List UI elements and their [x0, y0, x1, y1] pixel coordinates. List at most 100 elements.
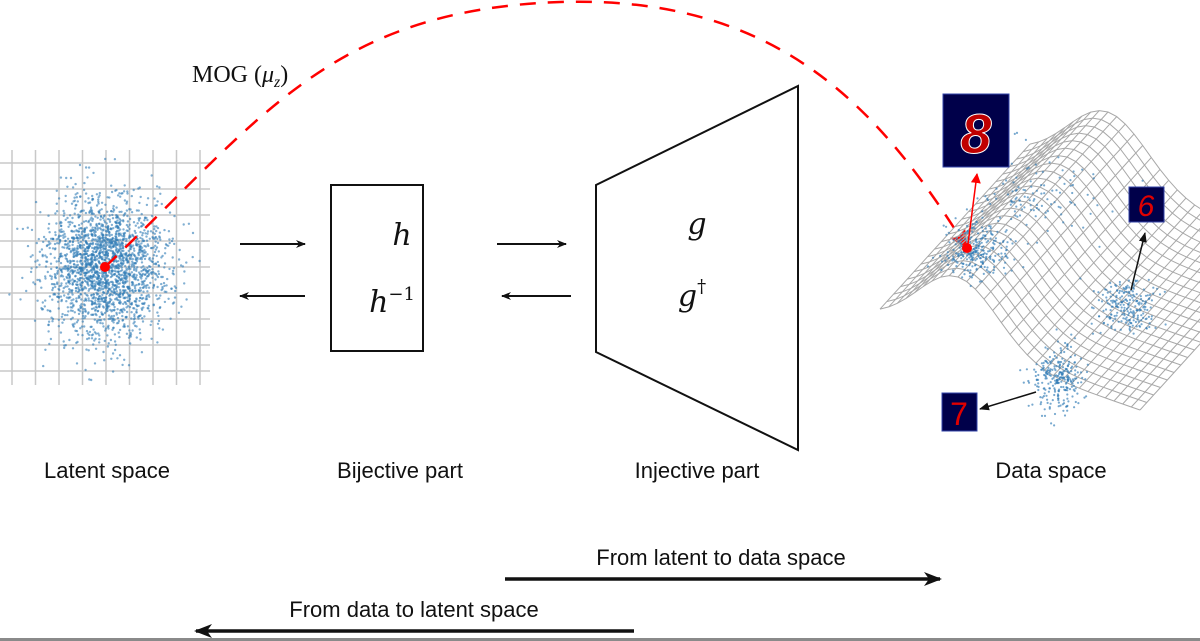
- scatter-point: [48, 246, 51, 250]
- scatter-point: [21, 227, 25, 231]
- scatter-point: [67, 221, 70, 224]
- scatter-point: [101, 229, 105, 232]
- scatter-point: [38, 280, 42, 283]
- scatter-point: [134, 258, 137, 261]
- scatter-point: [73, 196, 76, 199]
- scatter-point: [1040, 192, 1043, 195]
- scatter-point: [1062, 385, 1065, 389]
- scatter-point: [1027, 381, 1031, 384]
- scatter-point: [117, 234, 121, 237]
- scatter-point: [1140, 302, 1143, 305]
- scatter-point: [1109, 290, 1112, 293]
- scatter-point: [118, 288, 122, 292]
- scatter-point: [180, 305, 183, 308]
- scatter-point: [130, 253, 133, 256]
- scatter-point: [1065, 368, 1068, 371]
- scatter-point: [100, 201, 104, 204]
- scatter-point: [76, 333, 80, 336]
- scatter-point: [92, 284, 95, 288]
- scatter-point: [1027, 379, 1030, 383]
- scatter-point: [965, 240, 969, 243]
- scatter-point: [83, 274, 87, 277]
- scatter-point: [84, 309, 87, 312]
- scatter-point: [94, 305, 98, 309]
- scatter-point: [177, 258, 181, 261]
- scatter-point: [163, 300, 167, 304]
- scatter-point: [1097, 299, 1100, 302]
- scatter-point: [135, 311, 138, 314]
- scatter-point: [126, 325, 130, 328]
- injective-block: g g†: [595, 84, 799, 452]
- scatter-point: [104, 236, 107, 239]
- scatter-point: [1148, 322, 1151, 325]
- scatter-point: [103, 318, 106, 321]
- scatter-point: [63, 253, 67, 257]
- scatter-point: [95, 204, 99, 207]
- scatter-point: [947, 231, 950, 234]
- scatter-point: [951, 269, 955, 272]
- scatter-point: [146, 270, 149, 273]
- scatter-point: [1080, 381, 1083, 384]
- scatter-point: [980, 248, 983, 251]
- scatter-point: [1125, 316, 1128, 319]
- scatter-point: [163, 252, 167, 255]
- scatter-point: [104, 278, 107, 282]
- scatter-point: [980, 280, 983, 283]
- scatter-point: [170, 287, 173, 290]
- scatter-point: [1127, 303, 1130, 306]
- scatter-point: [1037, 388, 1040, 392]
- scatter-point: [167, 230, 171, 233]
- scatter-point: [143, 219, 146, 222]
- scatter-point: [68, 259, 72, 262]
- scatter-point: [1046, 210, 1049, 213]
- scatter-point: [118, 221, 121, 225]
- scatter-point: [118, 328, 122, 332]
- scatter-point: [983, 252, 986, 255]
- scatter-point: [1061, 169, 1064, 172]
- scatter-point: [1022, 381, 1025, 384]
- scatter-point: [1048, 161, 1051, 164]
- scatter-point: [58, 267, 61, 270]
- scatter-point: [93, 288, 97, 291]
- scatter-point: [105, 250, 108, 253]
- scatter-point: [1092, 177, 1095, 180]
- scatter-point: [113, 308, 116, 311]
- scatter-point: [1048, 406, 1051, 409]
- scatter-point: [114, 244, 117, 247]
- scatter-point: [172, 267, 176, 270]
- scatter-point: [1135, 299, 1138, 302]
- bijective-block: h h−1: [330, 184, 424, 352]
- scatter-point: [51, 286, 55, 290]
- scatter-point: [961, 265, 964, 268]
- scatter-point: [955, 237, 959, 240]
- scatter-point: [1040, 204, 1043, 207]
- scatter-point: [125, 257, 128, 260]
- scatter-point: [101, 280, 104, 284]
- scatter-point: [97, 257, 101, 260]
- scatter-point: [81, 320, 85, 323]
- scatter-point: [148, 265, 151, 268]
- scatter-point: [57, 234, 61, 237]
- scatter-point: [127, 336, 131, 339]
- scatter-point: [141, 320, 145, 323]
- scatter-point: [104, 242, 108, 245]
- scatter-point: [48, 295, 52, 298]
- scatter-point: [45, 256, 48, 259]
- scatter-point: [146, 266, 149, 270]
- scatter-point: [60, 298, 63, 302]
- scatter-point: [73, 212, 76, 215]
- scatter-point: [153, 227, 156, 231]
- scatter-point: [121, 318, 125, 322]
- scatter-point: [97, 247, 100, 250]
- scatter-point: [134, 278, 137, 281]
- scatter-point: [91, 313, 94, 316]
- scatter-point: [972, 248, 975, 251]
- scatter-point: [117, 241, 121, 244]
- scatter-point: [1140, 319, 1143, 322]
- scatter-point: [1124, 317, 1127, 320]
- scatter-point: [1147, 298, 1150, 301]
- scatter-point: [161, 328, 165, 331]
- scatter-point: [108, 220, 112, 223]
- scatter-point: [1158, 293, 1162, 296]
- scatter-point: [1058, 364, 1061, 367]
